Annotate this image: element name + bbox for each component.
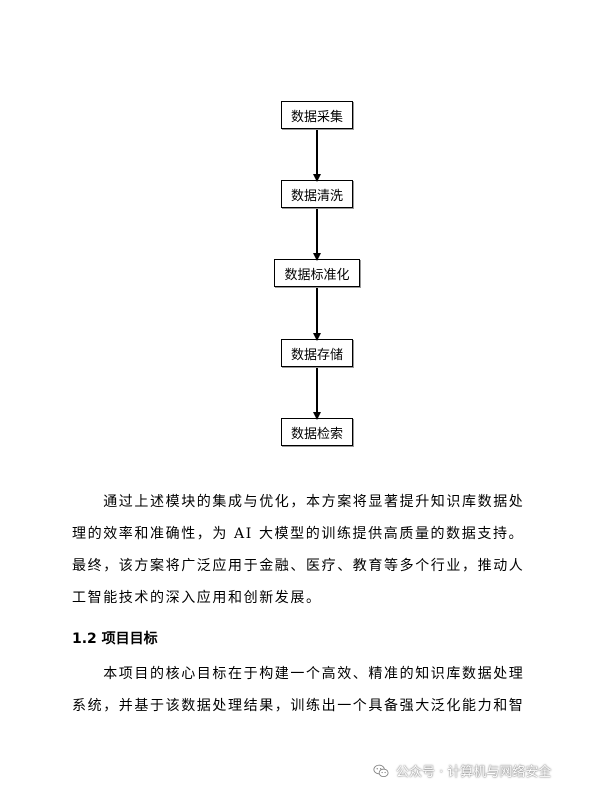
watermark-text: 公众号 · 计算机与网络安全 bbox=[396, 765, 552, 780]
body-paragraph-goals: 本项目的核心目标在于构建一个高效、精准的知识库数据处理 系统，并基于该数据处理结… bbox=[72, 658, 540, 722]
paragraph-line: 工智能技术的深入应用和创新发展。 bbox=[72, 590, 322, 606]
paragraph-line: 本项目的核心目标在于构建一个高效、精准的知识库数据处理 bbox=[72, 666, 525, 682]
watermark: 公众号 · 计算机与网络安全 bbox=[372, 761, 551, 780]
flow-step-clean: 数据清洗 bbox=[281, 180, 353, 208]
paragraph-line: 最终，该方案将广泛应用于金融、医疗、教育等多个行业，推动人 bbox=[72, 558, 525, 574]
flow-step-retrieve: 数据检索 bbox=[281, 418, 353, 446]
body-paragraph-summary: 通过上述模块的集成与优化，本方案将显著提升知识库数据处 理的效率和准确性，为 A… bbox=[72, 486, 540, 614]
flow-step-store: 数据存储 bbox=[281, 339, 353, 367]
paragraph-line: 理的效率和准确性，为 AI 大模型的训练提供高质量的数据支持。 bbox=[72, 526, 525, 542]
wechat-icon bbox=[373, 764, 389, 777]
paragraph-line: 系统，并基于该数据处理结果，训练出一个具备强大泛化能力和智 bbox=[72, 698, 525, 714]
flow-step-collect: 数据采集 bbox=[281, 101, 353, 129]
section-heading: 1.2 项目目标 bbox=[72, 631, 158, 647]
paragraph-line: 通过上述模块的集成与优化，本方案将显著提升知识库数据处 bbox=[72, 494, 525, 510]
flow-step-standardize: 数据标准化 bbox=[274, 259, 360, 287]
